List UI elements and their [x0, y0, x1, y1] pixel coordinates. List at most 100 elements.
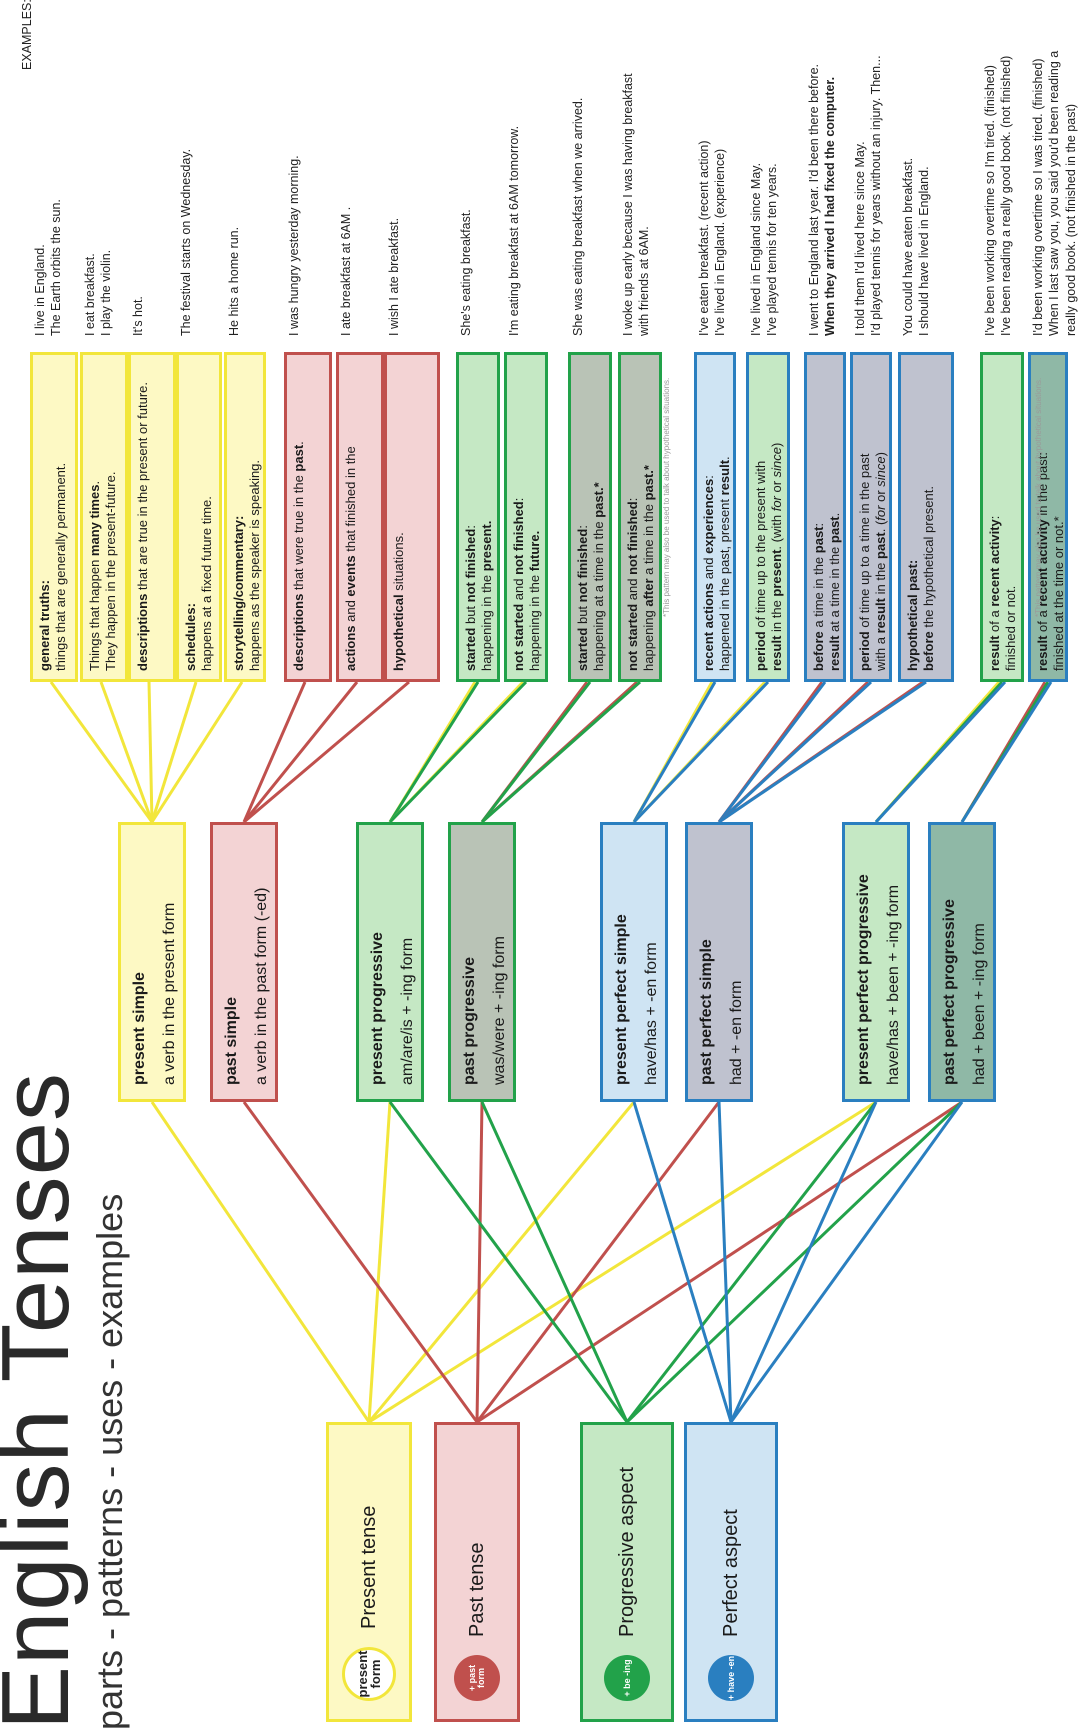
use-box: hypothetical situations. — [384, 352, 440, 682]
connector-line — [625, 1100, 964, 1424]
tense-name: past perfect simple — [698, 939, 715, 1085]
connector-line — [481, 680, 641, 824]
connector-line — [368, 1100, 877, 1424]
tense-pattern: have/has + -en form — [643, 942, 660, 1085]
example-text: I told them I'd lived here since May.I'd… — [853, 55, 884, 336]
part-label: Present tense — [357, 1505, 380, 1629]
connector-line — [242, 681, 307, 823]
examples-title: EXAMPLES: — [20, 0, 34, 70]
connector-line — [632, 681, 717, 823]
example-text: I was hungry yesterday morning. — [287, 155, 301, 336]
tense-pattern: was/were + -ing form — [491, 936, 508, 1085]
example-text: He hits a home run. — [227, 226, 241, 336]
connector-line — [625, 1101, 878, 1423]
part-label: Past tense — [465, 1542, 488, 1637]
example-text: I eat breakfast.I play the violin. — [83, 249, 114, 336]
tense-box: present perfect simple have/has + -en for… — [600, 822, 668, 1102]
tense-box: present progressive am/are/is + -ing form — [356, 822, 424, 1102]
example-text: I went to England last year. I'd been th… — [807, 63, 838, 336]
example-text: I wish I ate breakfast. — [387, 217, 401, 336]
use-box: descriptions that were true in the past. — [284, 352, 332, 682]
tense-box: past perfect simple had + -en form — [685, 822, 753, 1102]
tense-name: present perfect simple — [613, 914, 630, 1085]
tense-box: past perfect progressive had + been + -in… — [928, 822, 996, 1102]
connector-line — [147, 681, 154, 823]
tense-pattern: a verb in the past form (-ed) — [253, 887, 270, 1085]
part-perfect-aspect: + have -en Perfect aspect — [684, 1422, 778, 1722]
connector-line — [367, 1101, 636, 1423]
connector-line — [874, 680, 1007, 824]
use-box: general truths:things that are generally… — [30, 352, 78, 682]
connector-line — [632, 680, 770, 824]
use-box: schedules:happens at a fixed future time… — [176, 352, 222, 682]
connector-line — [717, 681, 827, 823]
connector-line — [150, 1101, 371, 1423]
use-box: storytelling/commentary:happens as the s… — [224, 352, 266, 682]
example-text: I'd been working overtime so I was tired… — [1031, 50, 1078, 336]
part-present-tense: present form Present tense — [326, 1422, 412, 1722]
use-box: started but not finished:happening at a … — [568, 352, 612, 682]
connector-line — [243, 680, 410, 824]
connector-line — [388, 1101, 629, 1423]
part-label: Perfect aspect — [719, 1509, 742, 1637]
connector-line — [99, 681, 154, 823]
have-en-badge-icon: + have -en — [708, 1655, 754, 1701]
connector-line — [476, 1100, 963, 1424]
tense-name: past perfect progressive — [941, 899, 958, 1085]
connector-line — [718, 680, 927, 824]
tense-pattern: had + -en form — [728, 980, 745, 1086]
use-box: Things that happen many times.They happe… — [80, 352, 128, 682]
use-box: recent actions and experiences:happened … — [694, 352, 736, 682]
tense-name: present perfect progressive — [855, 874, 872, 1085]
tense-box: present perfect progressive have/has + be… — [842, 822, 910, 1102]
connector-line — [150, 681, 244, 823]
tense-name: past progressive — [461, 956, 478, 1085]
part-progressive-aspect: + be -ing Progressive aspect — [580, 1422, 674, 1722]
tense-pattern: had + been + -ing form — [971, 923, 988, 1085]
connector-line — [480, 681, 592, 823]
tense-name: present simple — [131, 972, 148, 1085]
connector-line — [242, 1101, 479, 1423]
page-subtitle: parts - patterns - uses - examples — [89, 1193, 130, 1730]
connector-line — [475, 1101, 721, 1423]
tense-box: past progressive was/were + -ing form — [448, 822, 516, 1102]
tense-pattern: have/has + been + -ing form — [885, 884, 902, 1085]
tense-pattern: am/are/is + -ing form — [399, 937, 416, 1085]
footnote: *This pattern may also be used to talk a… — [662, 377, 671, 617]
use-box: actions and events that finished in the — [336, 352, 384, 682]
example-text: I live in England.The Earth orbits the s… — [33, 199, 64, 336]
example-text: The festival starts on Wednesday. — [179, 148, 193, 336]
example-text: I've eaten breakfast. (recent action)I'v… — [697, 140, 728, 336]
tense-name: past simple — [223, 996, 240, 1085]
connector-line — [632, 1101, 733, 1423]
connector-line — [388, 681, 480, 823]
connector-line — [960, 681, 1053, 823]
example-text: She's eating breakfast. — [459, 209, 473, 336]
connector-line — [242, 681, 359, 823]
example-text: I've been working overtime so I'm tired.… — [983, 55, 1014, 336]
connector-line — [480, 1101, 629, 1423]
example-text: I'm eating breakfast at 6AM tomorrow. — [507, 125, 521, 336]
connector-line — [717, 680, 873, 824]
tense-name: present progressive — [369, 932, 386, 1085]
use-box: before a time in the past:result at a ti… — [804, 352, 846, 682]
connector-line — [367, 1101, 392, 1423]
connector-line — [729, 1101, 878, 1423]
tense-box: present simple a verb in the present form — [118, 822, 186, 1102]
tense-pattern: a verb in the present form — [161, 902, 178, 1085]
past-form-badge-icon: + past form — [454, 1655, 500, 1701]
example-text: I ate breakfast at 6AM . — [339, 206, 353, 336]
use-box: hypothetical past:before the hypothetica… — [898, 352, 954, 682]
connector-line — [150, 681, 198, 823]
footnote: *This pattern may also be used to talk a… — [1034, 377, 1043, 617]
connector-line — [475, 1101, 484, 1423]
present-form-badge-icon: present form — [342, 1647, 396, 1701]
example-text: She was eating breakfast when we arrived… — [571, 97, 585, 336]
connector-line — [729, 1101, 964, 1423]
use-box: not started and not finished:happening a… — [618, 352, 662, 682]
use-box: not started and not finished:happening i… — [504, 352, 548, 682]
